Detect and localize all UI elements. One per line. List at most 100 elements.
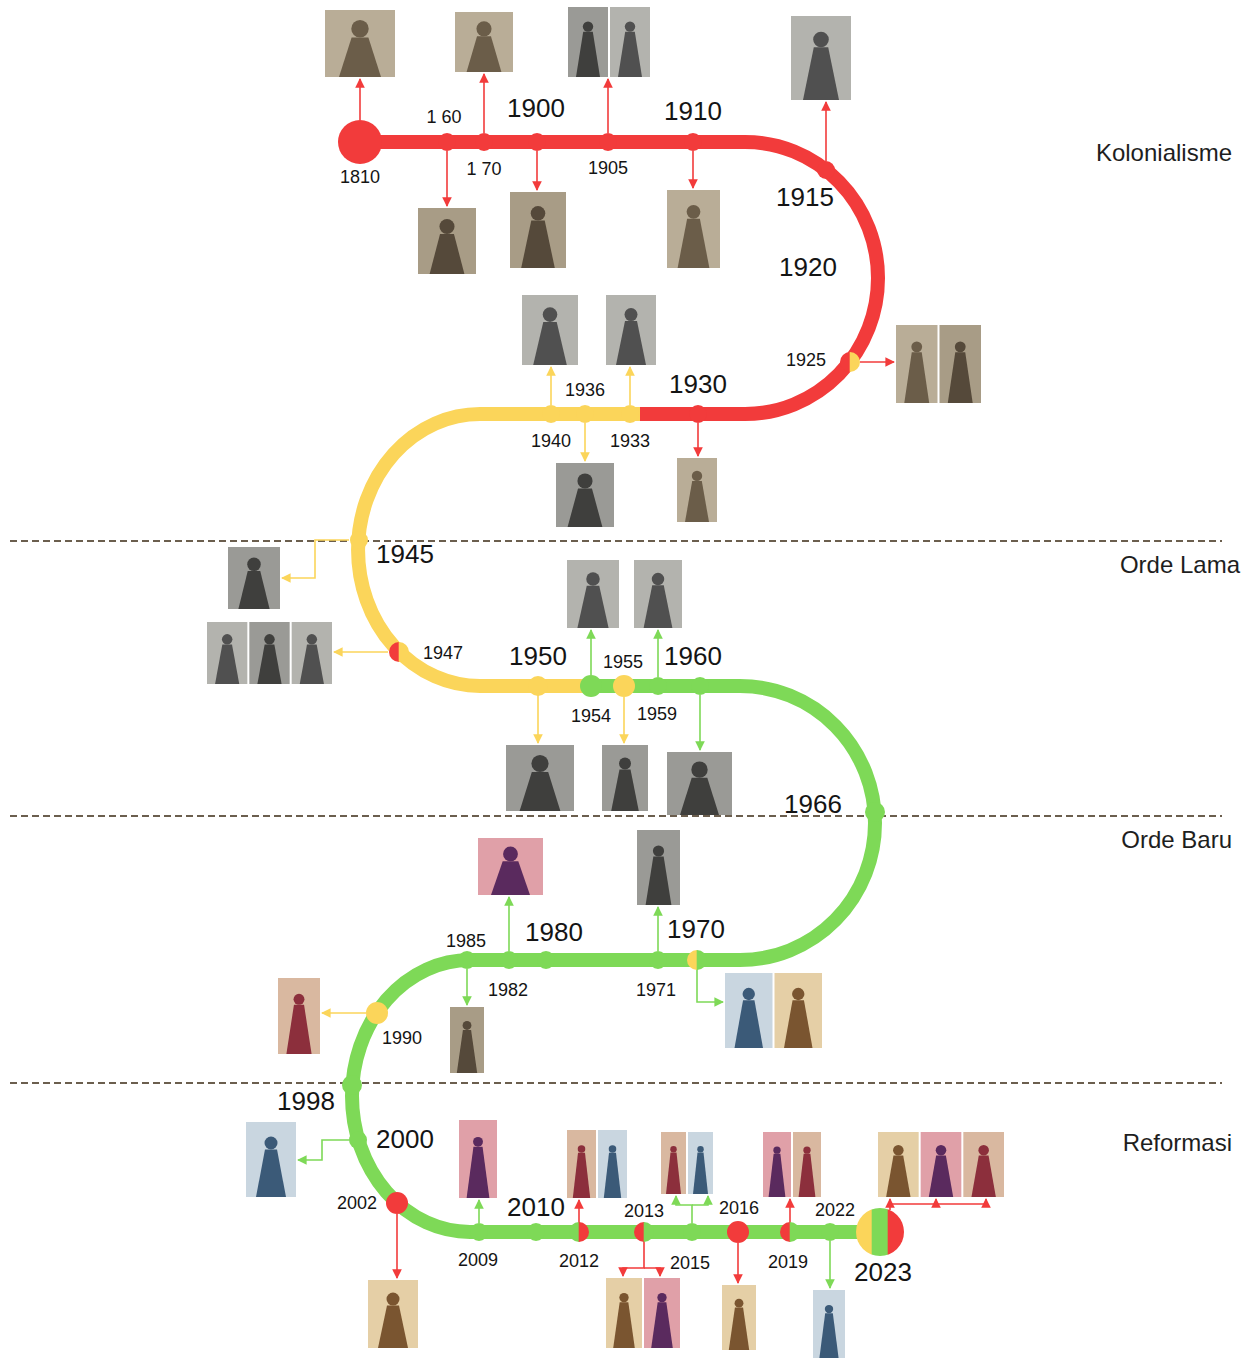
photo-ground (325, 10, 395, 77)
photo-figure-head (652, 573, 664, 585)
photo-ground (506, 745, 574, 811)
photo-figure-body (646, 857, 672, 905)
photo-figure-head (625, 21, 635, 31)
photo-ground (598, 1130, 627, 1198)
photo-thumbnail (606, 1278, 642, 1348)
photo-figure-head (911, 341, 922, 352)
photo-figure-head (691, 761, 707, 777)
photo-figure-body (576, 32, 600, 77)
photo-figure-head (813, 32, 829, 48)
photo-figure-body (680, 778, 719, 815)
photo-thumbnail (568, 7, 608, 77)
photo-figure-head (609, 1145, 617, 1153)
year-label: 1950 (509, 643, 567, 669)
year-dot (576, 405, 594, 423)
leader-line (578, 1200, 580, 1223)
leader-line (359, 79, 361, 120)
photo-figure-body (604, 1153, 621, 1198)
photo-ground (418, 208, 476, 274)
leader-line (623, 697, 625, 743)
photo-figure-head (670, 1146, 677, 1153)
photo-figure-head (531, 206, 546, 221)
photo-figure-head (625, 308, 638, 321)
photo-ground (634, 560, 682, 628)
photo-figure-head (531, 755, 548, 772)
photo-ground (228, 547, 280, 609)
year-dot (386, 1192, 408, 1214)
photo-ground (478, 838, 543, 895)
year-dot (342, 1075, 362, 1095)
photo-figure-head (265, 1137, 278, 1150)
photo-thumbnail (602, 745, 648, 811)
photo-figure-body (886, 1155, 910, 1197)
photo-figure-head (473, 1137, 483, 1147)
photo-ground (510, 192, 566, 268)
split-dot (634, 1222, 655, 1242)
photo-figure-body (457, 1030, 477, 1073)
photo-thumbnail (813, 1290, 845, 1358)
year-dot (500, 951, 518, 969)
photo-thumbnail (661, 1132, 686, 1194)
year-label: 2009 (458, 1251, 498, 1269)
dot-layer (338, 120, 904, 1256)
dot-part (888, 1208, 905, 1256)
photo-thumbnail (667, 190, 720, 268)
dot-part (399, 642, 410, 662)
photo-figure-head (687, 205, 701, 219)
year-dot (821, 1223, 839, 1241)
leader-line (829, 1241, 831, 1288)
photo-figure-head (503, 847, 518, 862)
dot-part (840, 352, 851, 372)
year-label: 2019 (768, 1253, 808, 1271)
photo-figure-body (685, 481, 709, 522)
photo-figure-body (693, 1153, 708, 1194)
photo-thumbnail (246, 1122, 296, 1197)
photo-ground (292, 622, 332, 684)
year-label: 1933 (610, 432, 650, 450)
photo-thumbnail (896, 325, 938, 403)
photo-figure-head (619, 758, 631, 770)
split-dot (389, 642, 410, 662)
leader-line (508, 897, 510, 951)
leader-line (607, 79, 609, 133)
year-label: 1915 (776, 184, 834, 210)
photo-figure-head (692, 471, 702, 481)
dot-part (634, 1222, 645, 1242)
photo-figure-body (803, 47, 839, 100)
photo-figure-body (256, 1150, 286, 1198)
photo-ground (567, 560, 619, 628)
photo-ground (775, 973, 823, 1048)
year-dot (366, 1002, 388, 1024)
era-separator (10, 815, 1222, 817)
era-separator (10, 1082, 1222, 1084)
photo-figure-head (657, 1293, 666, 1302)
year-dot (528, 676, 548, 696)
photo-ground (455, 12, 513, 72)
photo-figure-body (286, 1005, 311, 1054)
photo-figure-body (651, 1302, 673, 1348)
year-dot (817, 161, 835, 179)
split-dot (569, 1222, 590, 1242)
leader-line (657, 907, 659, 951)
leader-line (536, 151, 538, 190)
year-dot (528, 133, 546, 151)
dot-part (790, 1222, 801, 1242)
split-dot (780, 1222, 801, 1242)
leader-layer (282, 74, 986, 1288)
year-dot (649, 951, 667, 969)
photo-ground (368, 1280, 418, 1348)
photo-ground (567, 1130, 596, 1198)
photo-figure-head (619, 1293, 628, 1302)
photo-thumbnail (510, 192, 566, 268)
photo-figure-body (215, 645, 239, 684)
photo-ground (459, 1120, 497, 1198)
photo-figure-body (799, 1154, 816, 1197)
photo-figure-body (520, 772, 561, 811)
leader-line (692, 1196, 708, 1205)
photo-ground (791, 16, 851, 100)
photo-thumbnail (325, 10, 395, 77)
year-dot (537, 951, 555, 969)
photo-ground (688, 1132, 713, 1194)
year-label: 1936 (565, 381, 605, 399)
photo-ground (896, 325, 938, 403)
